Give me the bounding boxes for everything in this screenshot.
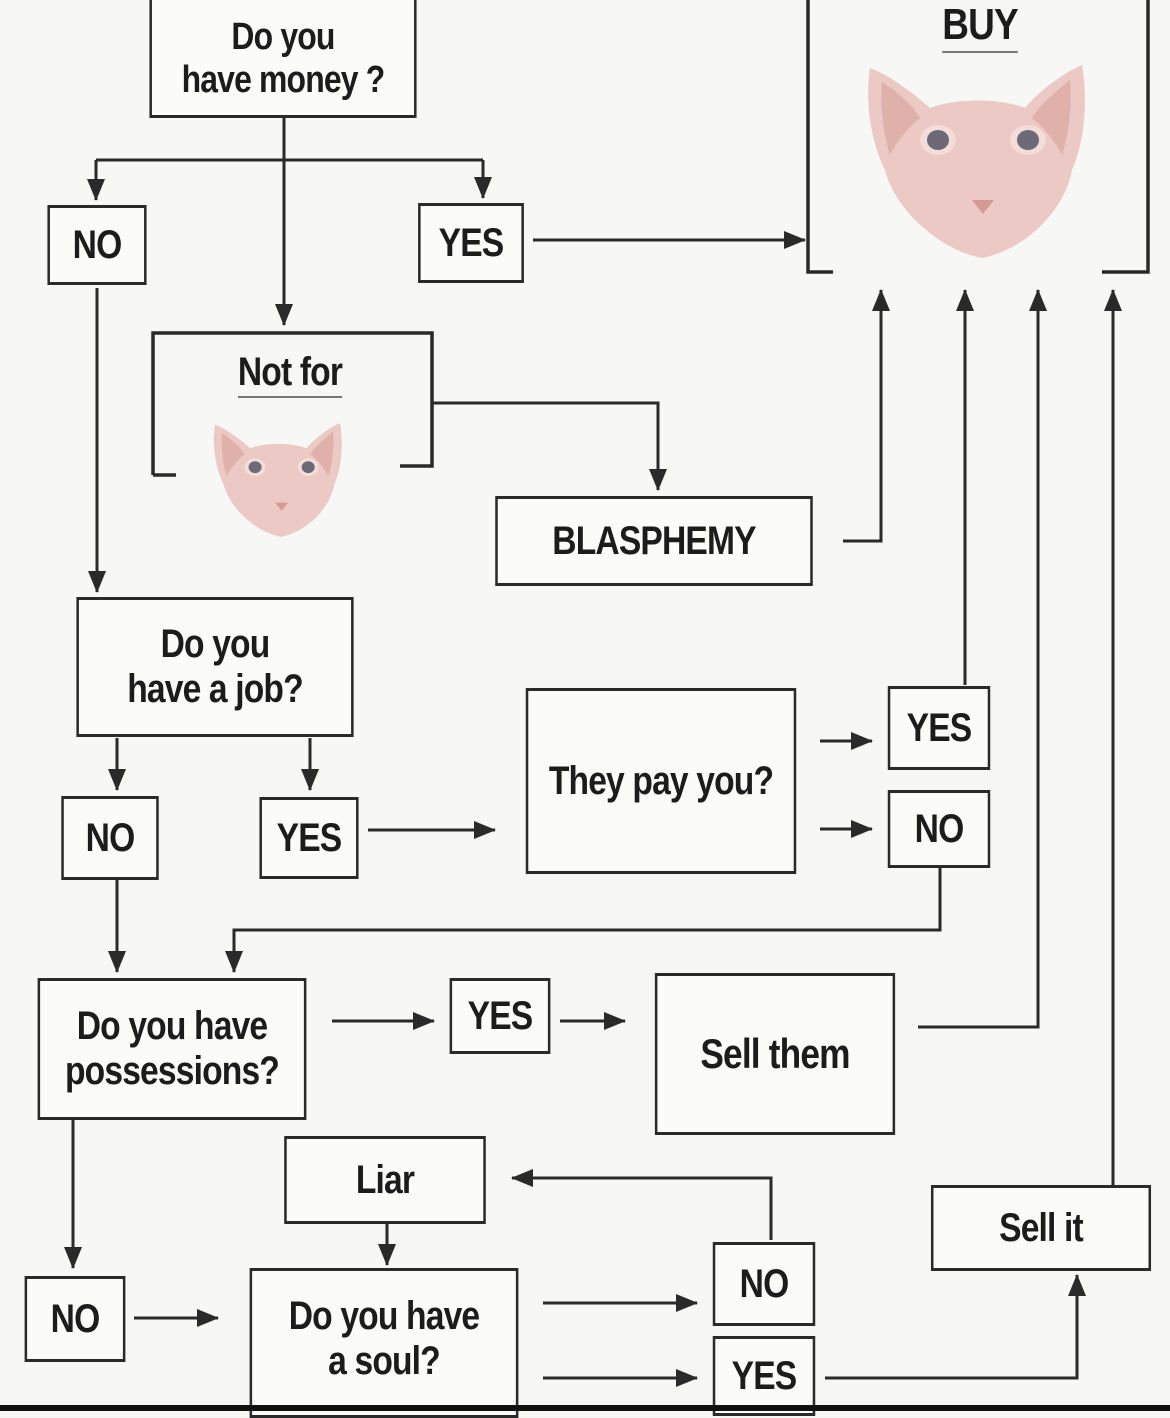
sell-them-box: Sell them: [654, 973, 896, 1135]
liar-label: Liar: [355, 1157, 415, 1202]
bottom-edge-bar: [0, 1405, 1170, 1411]
yes-box-1: YES: [418, 203, 524, 283]
blasphemy-label: BLASPHEMY: [552, 518, 756, 563]
possessions-question-line1: Do you have: [76, 1004, 268, 1049]
yes-label-5: YES: [731, 1353, 798, 1398]
soul-question-line1: Do you have: [288, 1294, 480, 1339]
no-label-4: NO: [50, 1296, 101, 1341]
pay-question-label: They pay you?: [548, 758, 774, 803]
no-box-1: NO: [47, 205, 147, 285]
possessions-question-line2: possessions?: [64, 1049, 280, 1093]
connector-blasphemy-to-buy: [843, 289, 890, 543]
possessions-question-box: Do you have possessions?: [37, 978, 307, 1120]
no-box-5: NO: [712, 1242, 816, 1326]
no-box-2: NO: [61, 796, 159, 880]
yes-label-3: YES: [906, 705, 973, 750]
blasphemy-box: BLASPHEMY: [495, 496, 813, 586]
no-box-3: NO: [887, 790, 991, 868]
sell-it-box: Sell it: [930, 1185, 1152, 1271]
buy-title: BUY: [909, 0, 1052, 53]
money-question-line1: Do you: [231, 16, 335, 59]
connector-soulno-to-liar: [511, 1169, 773, 1240]
job-question-box: Do you have a job?: [76, 597, 354, 737]
no-box-4: NO: [24, 1276, 126, 1362]
soul-question-box: Do you have a soul?: [249, 1268, 519, 1418]
liar-box: Liar: [284, 1136, 486, 1224]
money-question-box: Do you have money ?: [149, 0, 417, 118]
yes-label-2: YES: [276, 815, 343, 860]
buy-bracket: [806, 0, 1150, 274]
sell-them-label: Sell them: [700, 1030, 850, 1078]
sell-it-label: Sell it: [999, 1205, 1084, 1250]
no-label-3: NO: [914, 806, 965, 851]
yes-label-1: YES: [438, 220, 505, 265]
yes-box-2: YES: [259, 797, 359, 879]
sphynx-cat-head-icon-small: [213, 422, 342, 537]
notfor-bracket: [151, 331, 434, 477]
yes-box-3: YES: [887, 686, 991, 770]
connector-payno-to-poss: [225, 866, 942, 973]
no-label-1: NO: [72, 222, 123, 267]
connector-notfor-to-blasphemy: [432, 401, 667, 491]
no-label-5: NO: [739, 1261, 790, 1306]
money-question-line2: have money ?: [181, 59, 386, 101]
job-question-line1: Do you: [160, 622, 271, 667]
not-for-title: Not for: [214, 350, 365, 398]
yes-box-5: YES: [712, 1336, 816, 1416]
connector-soulyes-to-sellit: [825, 1274, 1086, 1380]
yes-label-4: YES: [467, 993, 534, 1038]
connector-sellthem-to-buy: [918, 289, 1047, 1029]
soul-question-line2: a soul?: [328, 1339, 441, 1383]
yes-box-4: YES: [449, 978, 551, 1054]
no-label-2: NO: [85, 815, 136, 860]
pay-question-box: They pay you?: [525, 688, 797, 874]
job-question-line2: have a job?: [127, 667, 303, 711]
sphynx-cat-head-icon: [868, 65, 1085, 258]
